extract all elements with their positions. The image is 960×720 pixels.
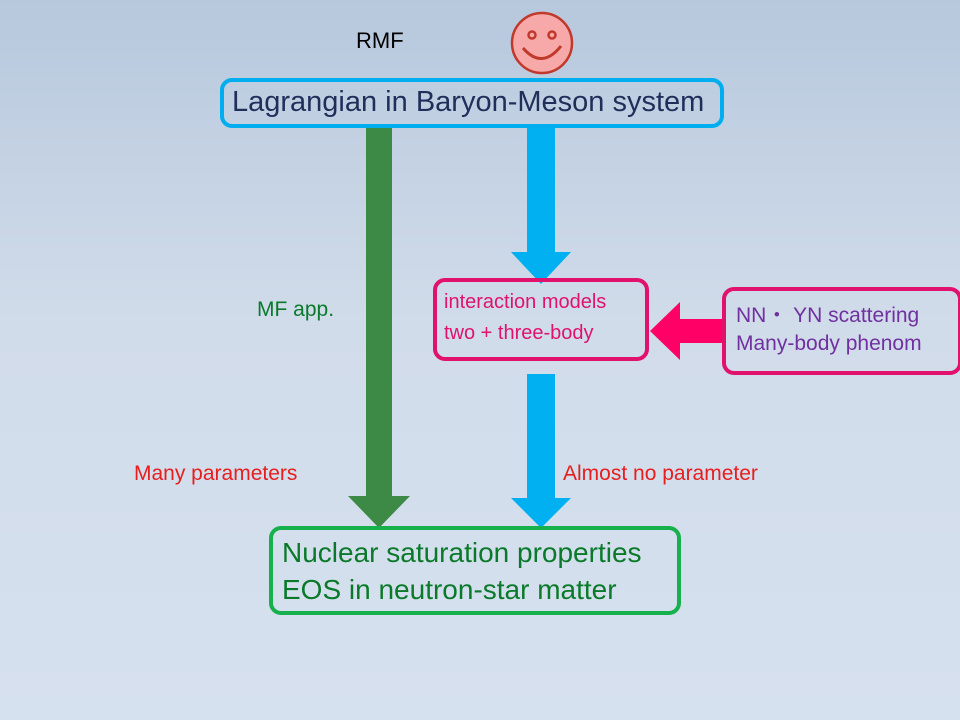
lagrangian-text: Lagrangian in Baryon-Meson system [232,86,705,118]
nuclear-saturation-line1: Nuclear saturation properties [282,537,642,568]
scattering-box [722,287,960,375]
almost-no-parameter-label: Almost no parameter [563,462,758,485]
blue-down-arrow-lower [511,374,571,528]
interaction-models-line2: two + three-body [444,322,594,344]
rmf-label: RMF [356,28,404,53]
blue-down-arrow-upper [511,126,571,284]
scattering-line1: NN・ YN scattering [736,304,920,327]
scattering-line2: Many-body phenom [736,332,922,355]
mf-app-label: MF app. [257,298,335,321]
many-parameters-label: Many parameters [134,462,298,485]
interaction-models-box [433,278,649,361]
lagrangian-box [220,78,724,128]
interaction-models-line1: interaction models [444,291,607,313]
smiley-face-icon [510,11,574,75]
nuclear-saturation-box [269,526,681,615]
nuclear-saturation-line2: EOS in neutron-star matter [282,574,617,605]
green-down-arrow [348,128,410,528]
pink-left-arrow [650,302,726,360]
